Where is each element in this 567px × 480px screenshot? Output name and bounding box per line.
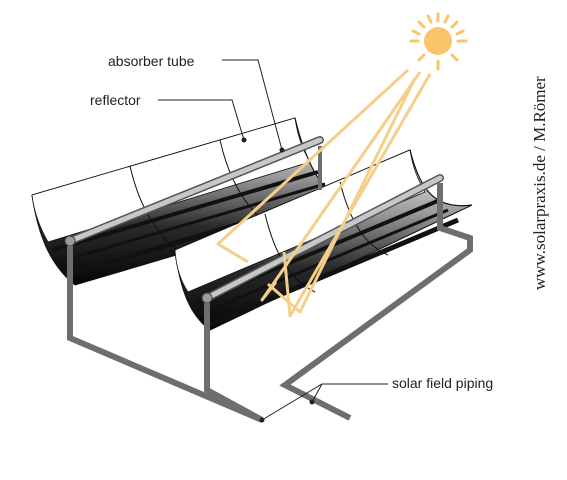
sun-icon — [409, 12, 468, 71]
front-absorber-tube — [201, 174, 444, 304]
sun-rays — [216, 68, 432, 318]
leader-lines — [158, 59, 388, 421]
credit-text: www.solarpraxis.de / M.Römer — [530, 76, 549, 290]
solar-field-piping-label: solar field piping — [392, 375, 493, 391]
back-absorber-tube — [64, 136, 324, 247]
solar-field-piping — [67, 146, 473, 423]
reflector-label: reflector — [90, 92, 141, 108]
leader-dots — [241, 137, 315, 423]
absorber-tube-label: absorber tube — [108, 53, 195, 69]
